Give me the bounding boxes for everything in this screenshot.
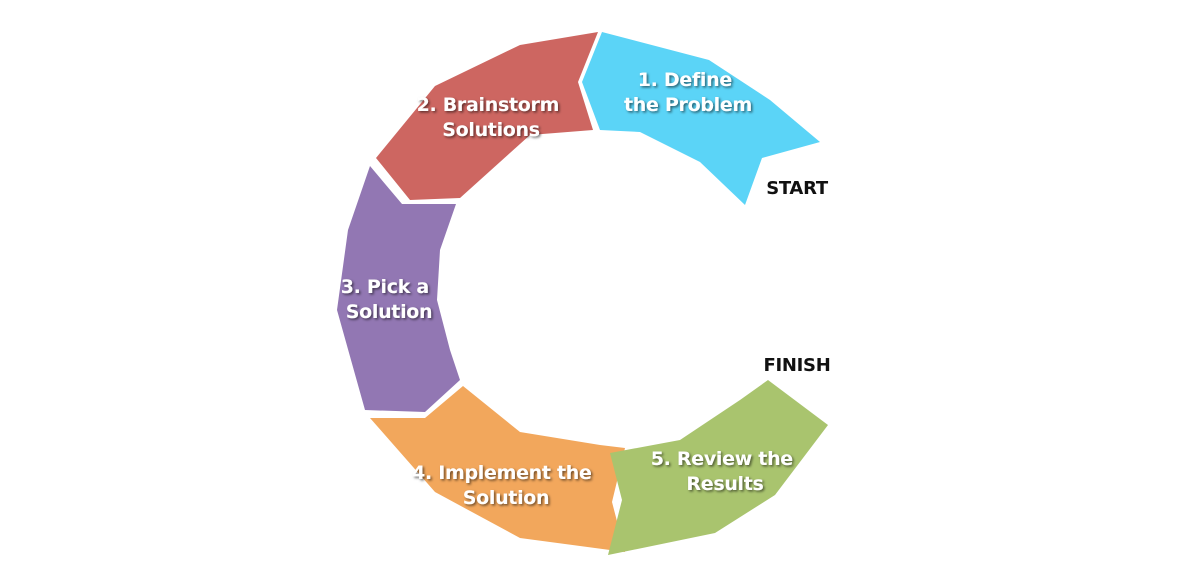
step-4-label-line1: 4. Implement the (412, 462, 592, 484)
step-1-label-line2: the Problem (624, 94, 752, 116)
step-4-label-line2: Solution (463, 487, 550, 509)
step-4-label: 4. Implement the Solution (412, 462, 598, 509)
step-2-arrow-segment (376, 32, 598, 200)
step-3-label-line2: Solution (346, 301, 433, 323)
step-1-label-line1: 1. Define (638, 69, 732, 91)
step-4-arrow-segment (370, 386, 625, 552)
step-1-define-problem: 1. Define the Problem (582, 32, 820, 205)
step-2-label-line2: Solutions (442, 119, 540, 141)
step-3-arrow-segment (337, 166, 460, 412)
step-2-label-line1: 2. Brainstorm (417, 94, 559, 116)
step-4-implement-solution: 4. Implement the Solution (370, 386, 625, 552)
step-3-label-line1: 3. Pick a (341, 276, 429, 298)
step-5-label-line1: 5. Review the (651, 448, 793, 470)
step-1-arrow-segment (582, 32, 820, 205)
step-5-label: 5. Review the Results (651, 448, 799, 495)
step-2-label: 2. Brainstorm Solutions (417, 94, 566, 141)
finish-marker: FINISH (764, 355, 831, 376)
step-5-review-results: 5. Review the Results (608, 380, 828, 555)
start-marker: START (766, 178, 829, 199)
step-3-pick-solution: 3. Pick a Solution (337, 166, 460, 412)
step-2-brainstorm: 2. Brainstorm Solutions (376, 32, 598, 200)
step-5-arrow-segment (608, 380, 828, 555)
step-1-label: 1. Define the Problem (624, 69, 752, 116)
step-3-label: 3. Pick a Solution (341, 276, 435, 323)
step-5-label-line2: Results (686, 473, 763, 495)
